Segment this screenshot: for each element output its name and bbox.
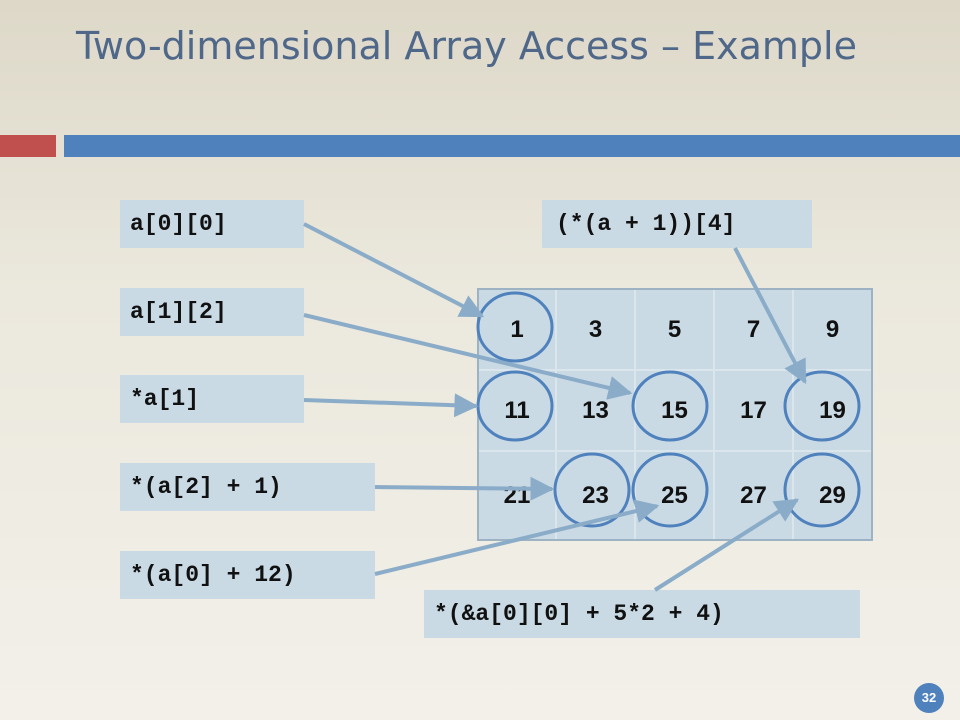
highlight-ellipse bbox=[783, 452, 861, 528]
array-cell: 17 bbox=[715, 371, 792, 450]
pointer-arrow bbox=[733, 247, 807, 385]
highlight-ellipse bbox=[476, 370, 554, 442]
array-cell: 5 bbox=[636, 290, 713, 369]
pointer-arrow bbox=[303, 222, 485, 318]
expr-a12: a[1][2] bbox=[120, 288, 304, 336]
array-cell: 9 bbox=[794, 290, 871, 369]
pointer-arrow bbox=[653, 498, 800, 592]
expr-deref-a1-index4: (*(a + 1))[4] bbox=[542, 200, 812, 248]
pointer-arrow bbox=[374, 499, 660, 576]
pointer-arrow bbox=[303, 393, 479, 418]
expr-star-a1: *a[1] bbox=[120, 375, 304, 423]
pointer-arrow bbox=[303, 313, 633, 400]
highlight-ellipse bbox=[476, 291, 554, 363]
highlight-ellipse bbox=[631, 370, 709, 442]
expr-a00: a[0][0] bbox=[120, 200, 304, 248]
highlight-ellipse bbox=[631, 452, 709, 528]
expr-star-a0-plus12: *(a[0] + 12) bbox=[120, 551, 375, 599]
slide-title: Two-dimensional Array Access – Example bbox=[76, 24, 857, 68]
expr-star-a2-plus1: *(a[2] + 1) bbox=[120, 463, 375, 511]
highlight-ellipse bbox=[783, 370, 861, 442]
pointer-arrow bbox=[374, 476, 555, 501]
array-cell: 27 bbox=[715, 452, 792, 539]
highlight-ellipse bbox=[553, 452, 631, 528]
title-accent-bar-blue bbox=[64, 135, 960, 157]
page-number-badge: 32 bbox=[914, 683, 944, 713]
expr-address-arith: *(&a[0][0] + 5*2 + 4) bbox=[424, 590, 860, 638]
title-accent-bar-red bbox=[0, 135, 56, 157]
array-cell: 3 bbox=[557, 290, 634, 369]
